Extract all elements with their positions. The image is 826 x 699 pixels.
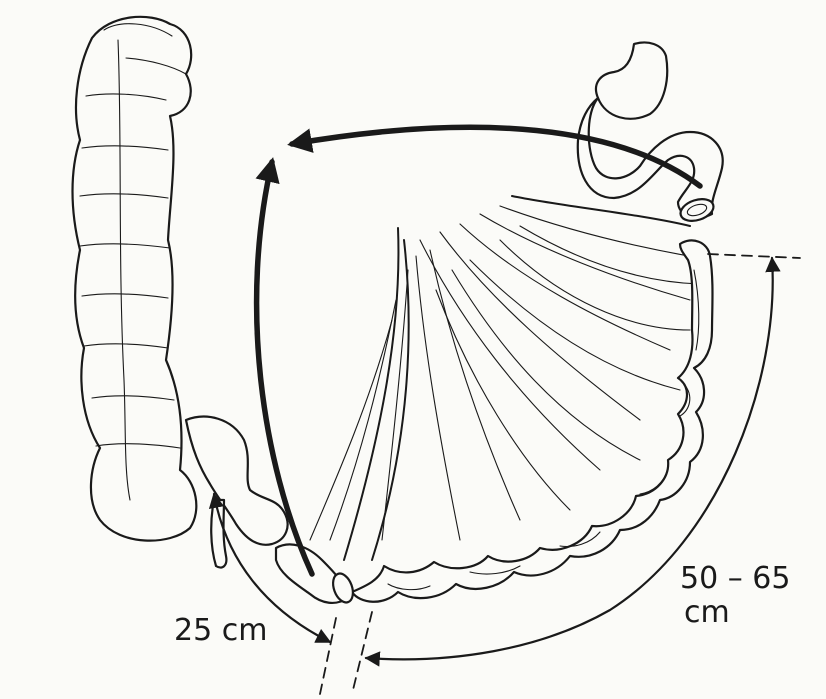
reference-dashed-line-right xyxy=(708,254,800,258)
ileum-cut-end xyxy=(276,544,357,605)
duodenojejunal-flexure xyxy=(578,43,723,225)
label-50-65: 50 – 65 xyxy=(680,562,790,596)
reference-dashed-line-bottom-right xyxy=(352,612,372,694)
label-25cm: 25 cm xyxy=(174,614,267,648)
ascending-colon xyxy=(73,17,197,541)
label-cm: cm xyxy=(684,596,730,630)
reference-dashed-line-bottom-left xyxy=(320,618,336,694)
